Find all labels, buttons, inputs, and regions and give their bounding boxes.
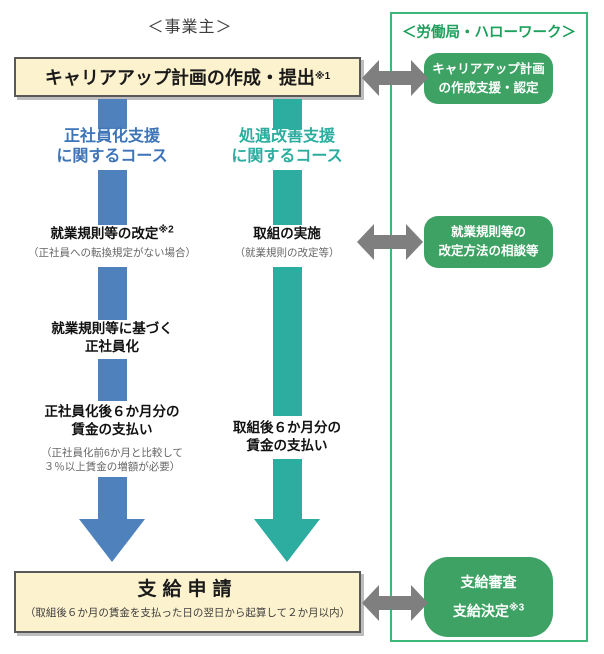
double-arrow-consult [357,224,423,260]
agency-box-line: 就業規則等の [450,225,526,239]
agency-box-line: 支給決定※3 [452,602,525,619]
step-title: 賃金の支払い [71,422,153,437]
course-label-line: に関するコース [56,148,168,165]
arrow-left-head-icon [362,585,379,621]
arrow-right-head-icon [411,60,428,96]
agency-consult-box: 就業規則等の 改定方法の相談等 [424,216,553,268]
step-pay-wages-right: 取組後６か月分の 賃金の支払い [182,419,392,455]
step-title: 取組後６か月分の [233,420,341,435]
plan-creation-box: キャリアアップ計画の作成・提出※1 [14,57,361,97]
down-arrowhead-teal [254,519,320,562]
flow-bar-teal-segment [273,99,302,129]
agency-box-line: 改定方法の相談等 [438,244,539,258]
course-label-line: 処遇改善支援 [238,128,335,145]
arrow-shaft [377,71,413,85]
step-revise-rules: 就業規則等の改定※2 （正社員への転換規定がない場合） [7,225,217,260]
plan-creation-title: キャリアアップ計画の作成・提出 [44,68,315,88]
course-label-line: に関するコース [231,148,343,165]
step-title: 正社員化後６か月分の [44,404,180,419]
agency-header: ＜労働局・ハローワーク＞ [402,25,576,41]
application-box: 支給申請 （取組後６か月の賃金を支払った日の翌日から起算して２か月以内） [14,571,361,633]
flow-bar-blue-segment [98,359,127,401]
step-title: 賃金の支払い [246,438,328,453]
application-title: 支給申請 [137,579,238,600]
application-note: （取組後６か月の賃金を支払った日の翌日から起算して２か月以内） [24,607,351,619]
flow-bar-blue-segment [98,99,127,129]
footnote-marker-3: ※3 [508,602,525,614]
course-label-line: 正社員化支援 [63,128,160,145]
employer-header: ＜事業主＞ [147,19,233,36]
agency-box-line: の作成支援・認定 [438,80,539,95]
step-title: 正社員化 [85,339,139,354]
step-title: 取組の実施 [253,226,321,241]
flow-bar-teal-segment [273,459,302,520]
double-arrow-plan [362,60,428,96]
agency-decision-box: 支給審査 支給決定※3 [424,557,553,637]
step-note: （就業規則の改定等） [234,247,340,259]
agency-support-box: キャリアアップ計画 の作成支援・認定 [424,53,553,104]
arrow-left-head-icon [357,224,374,260]
arrow-shaft [377,596,413,610]
down-arrowhead-blue [79,519,145,562]
flow-bar-blue-segment [98,267,127,320]
course-label-regular-employee: 正社員化支援 に関するコース [12,127,212,167]
flow-bar-blue-segment [98,170,127,225]
step-title: 就業規則等に基づく [51,321,173,336]
arrow-right-head-icon [411,585,428,621]
flow-bar-teal-segment [273,267,302,416]
step-pay-wages-left: 正社員化後６か月分の 賃金の支払い （正社員化前6か月と比較して ３％以上賃金の… [7,403,217,474]
step-note-line: （正社員化前6か月と比較して [40,447,184,459]
step-note-line: ３％以上賃金の増額が必要） [43,461,181,473]
step-note: （正社員化前6か月と比較して ３％以上賃金の増額が必要） [7,446,217,474]
arrow-left-head-icon [362,60,379,96]
step-convert-to-regular: 就業規則等に基づく 正社員化 [7,320,217,356]
arrow-shaft [372,235,408,249]
step-note: （正社員への転換規定がない場合） [28,247,196,259]
step-implement-measures: 取組の実施 （就業規則の改定等） [182,225,392,260]
agency-box-line: キャリアアップ計画 [432,61,545,76]
step-title: 就業規則等の改定※2 [50,224,174,241]
double-arrow-decision [362,585,428,621]
arrow-right-head-icon [406,224,423,260]
course-label-treatment-improvement: 処遇改善支援 に関するコース [187,127,387,167]
flow-bar-teal-segment [273,170,302,225]
agency-box-line: 支給審査 [460,574,517,590]
flow-bar-blue-segment [98,477,127,520]
agency-panel [390,12,588,642]
footnote-marker-2: ※2 [158,224,174,236]
